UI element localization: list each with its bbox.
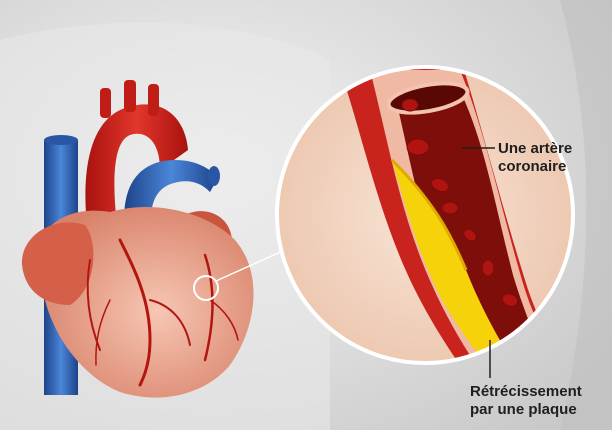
- coronary-artery-label: Une artère coronaire: [498, 140, 572, 176]
- aorta-branch-1: [100, 88, 111, 118]
- plaque-narrowing-label-line2: par une plaque: [470, 401, 582, 419]
- plaque-narrowing-label-line1: Rétrécissement: [470, 383, 582, 401]
- pulmonary-end: [208, 166, 220, 186]
- coronary-artery-label-line2: coronaire: [498, 158, 572, 176]
- aorta-branch-3: [148, 84, 159, 116]
- vena-cava-top: [44, 135, 78, 145]
- plaque-narrowing-label: Rétrécissement par une plaque: [470, 383, 582, 419]
- coronary-artery-label-line1: Une artère: [498, 140, 572, 158]
- aorta-branch-2: [124, 80, 136, 112]
